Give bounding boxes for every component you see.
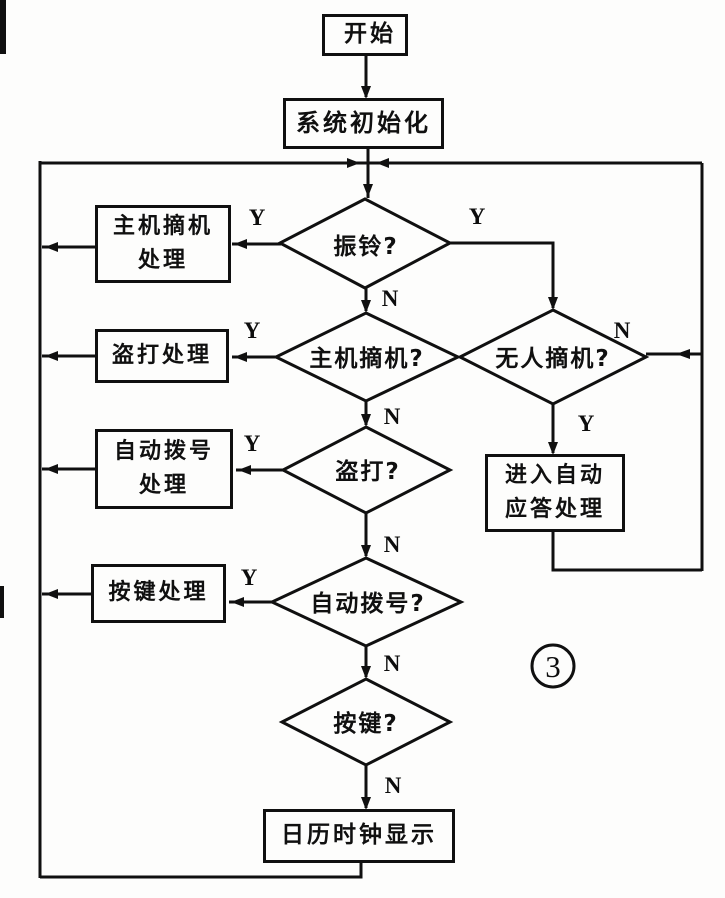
arrow-left-noanswer-no: [676, 349, 690, 359]
arrow-down-autodial-no: [361, 666, 371, 679]
arrow-left-host-yes: [234, 352, 247, 362]
diamond-key: [278, 677, 454, 767]
branch-ring-no: N: [381, 286, 399, 311]
diamond-host-offhook-label: 主机摘机?: [309, 346, 425, 372]
node-init-label: 系统初始化: [296, 108, 431, 137]
node-start: 开始: [322, 14, 408, 56]
diamond-key-label: 按键?: [333, 711, 399, 737]
node-clock-display-label: 日历时钟显示: [281, 822, 437, 849]
diamond-autodial: [268, 556, 465, 648]
node-host-offhook-proc: 主机摘机 处理: [95, 205, 231, 283]
node-key-proc-label: 按键处理: [108, 580, 209, 606]
branch-theft-yes: Y: [243, 431, 261, 456]
figure-number: 3: [545, 649, 561, 684]
arrow-down-noanswer-yes: [548, 442, 558, 455]
node-autodial-proc: 自动拨号 处理: [95, 429, 233, 509]
node-auto-answer-proc-line1: 进入自动: [504, 462, 605, 488]
arrow-down-init: [361, 86, 371, 99]
arrow-down-host-no: [361, 414, 371, 427]
node-auto-answer-proc-line2: 应答处理: [504, 497, 605, 522]
connector-ring-yes-right: [450, 241, 555, 308]
connector-autoanswer-loopback: [551, 531, 702, 572]
node-auto-answer-proc: 进入自动 应答处理: [485, 454, 625, 532]
connector-clock-loopback: [40, 862, 363, 879]
node-theft-proc: 盗打处理: [95, 329, 229, 383]
arrow-down-noanswer-in: [548, 297, 558, 310]
branch-autodial-yes: Y: [240, 565, 258, 590]
arrow-left-autodialproc: [45, 464, 58, 474]
figure-number-circle: [530, 643, 576, 689]
arrow-right-loop-top: [347, 158, 360, 168]
branch-ring-yes-right: Y: [468, 204, 486, 229]
diamond-ring-label: 振铃?: [333, 234, 399, 260]
branch-host-yes: Y: [243, 318, 261, 343]
branch-key-no: N: [384, 773, 402, 798]
branch-ring-yes-left: Y: [248, 205, 266, 230]
diamond-ring: [276, 197, 454, 290]
arrow-left-keyproc: [45, 589, 58, 599]
branch-host-no: N: [383, 404, 401, 429]
branch-noanswer-no: N: [613, 318, 631, 343]
node-host-offhook-proc-line2: 处理: [137, 248, 188, 273]
node-host-offhook-proc-line1: 主机摘机: [112, 213, 213, 239]
diamond-autodial-label: 自动拨号?: [310, 591, 426, 617]
diamond-host-offhook: [272, 311, 462, 403]
node-autodial-proc-line1: 自动拨号: [113, 438, 214, 464]
diamond-theft-label: 盗打?: [335, 459, 401, 485]
diamond-no-answer-label: 无人摘机?: [495, 346, 611, 372]
arrow-left-ring-yes: [234, 239, 247, 249]
diamond-theft: [279, 425, 454, 515]
node-autodial-proc-line2: 处理: [138, 473, 189, 498]
node-init: 系统初始化: [283, 98, 444, 149]
node-start-label: 开始: [344, 21, 396, 48]
branch-theft-no: N: [383, 532, 401, 557]
branch-noanswer-yes: Y: [577, 411, 595, 436]
arrow-down-ring-no: [361, 300, 371, 313]
node-clock-display: 日历时钟显示: [263, 809, 455, 863]
arrow-left-autodial-yes: [231, 597, 244, 607]
arrow-left-hostproc: [45, 242, 58, 252]
arrow-down-key-no: [361, 797, 371, 810]
branch-autodial-no: N: [383, 651, 401, 676]
node-key-proc: 按键处理: [91, 564, 226, 623]
arrow-left-loop-top: [376, 158, 389, 168]
arrow-left-theft-yes: [238, 465, 251, 475]
scan-artifact-top-left: [0, 0, 6, 54]
arrow-left-theftproc: [45, 351, 58, 361]
arrow-down-ring: [363, 184, 373, 197]
arrow-down-theft-no: [361, 545, 371, 558]
node-theft-proc-label: 盗打处理: [111, 342, 212, 368]
scan-artifact-mid-left: [0, 586, 4, 618]
diamond-no-answer: [456, 308, 650, 406]
